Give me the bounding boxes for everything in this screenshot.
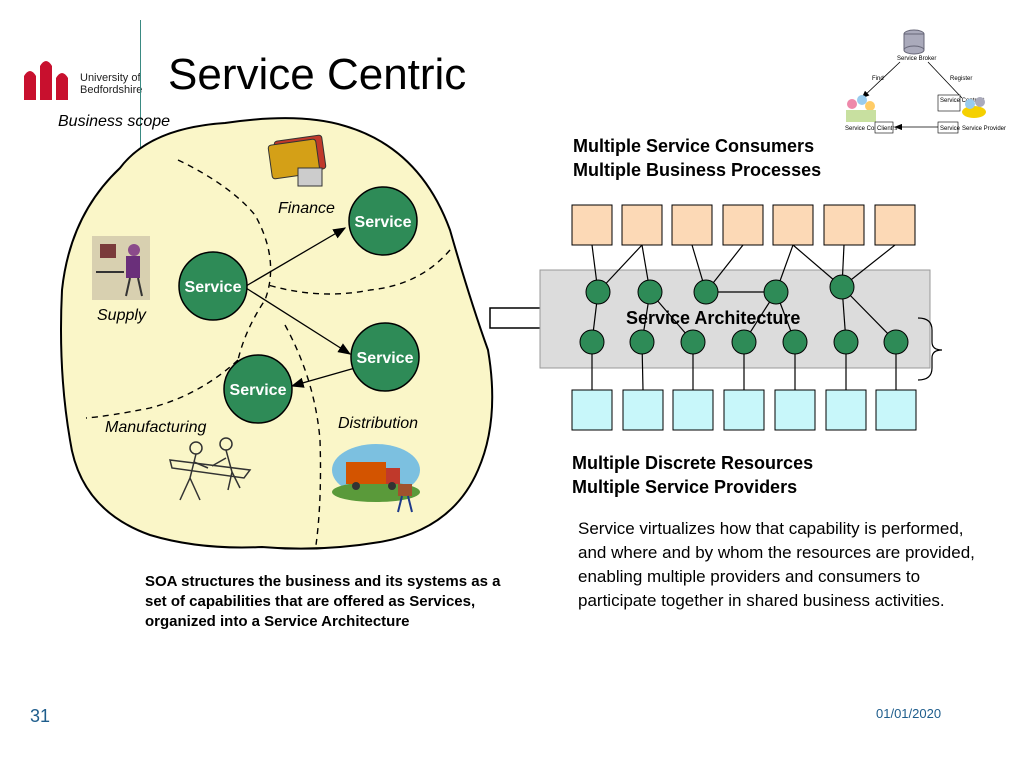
finance-cards-icon: [267, 134, 327, 187]
service-broker-diagram: Service Broker Find Register Service Con…: [845, 29, 1006, 134]
title-divider: [140, 20, 141, 150]
service-node-supply: Service: [178, 251, 248, 321]
broker-database-icon: [903, 29, 925, 55]
page-title: Service Centric: [168, 50, 467, 99]
contract-label: Service Contract: [940, 98, 985, 104]
distribution-truck-icon: [332, 444, 420, 513]
consumers-label: Service Consumers: [845, 126, 897, 132]
consumers-header-line2: Multiple Business Processes: [573, 160, 822, 180]
consumers-header: Multiple Service Consumers Multiple Busi…: [573, 134, 821, 182]
page-number: 31: [30, 706, 51, 726]
service-label: Service: [230, 382, 287, 399]
resources-header-line2: Multiple Service Providers: [572, 477, 798, 497]
consumers-header-line1: Multiple Service Consumers: [573, 136, 815, 156]
service-label: Service: [357, 350, 414, 367]
logo-text-line1: University of: [80, 72, 141, 84]
region-boundaries: [85, 159, 451, 546]
consumers-people-icon: [846, 95, 876, 122]
consumer-boxes: [571, 204, 916, 246]
region-finance-label: Finance: [278, 200, 335, 217]
soa-description: SOA structures the business and its syst…: [145, 573, 501, 630]
business-scope-region: [60, 117, 494, 550]
supply-worker-icon: [92, 236, 150, 300]
service-node-finance: Service: [348, 186, 418, 256]
virtualization-description: Service virtualizes how that capability …: [578, 519, 975, 610]
service-label: Service: [355, 214, 412, 231]
find-label: Find: [872, 76, 884, 82]
service-label: Service: [185, 279, 242, 296]
resources-header-line1: Multiple Discrete Resources: [572, 453, 814, 473]
university-logo: University of Bedfordshire: [22, 58, 142, 106]
slide-date: 01/01/2020: [876, 706, 942, 721]
region-distribution-label: Distribution: [338, 415, 419, 432]
resource-boxes: [571, 389, 917, 431]
service-node-manufacturing: Service: [223, 354, 293, 424]
service-small-label: Service: [940, 126, 961, 132]
service-architecture-label: Service Architecture: [626, 308, 800, 328]
region-manufacturing-label: Manufacturing: [105, 419, 207, 436]
provider-label: Service Provider: [962, 126, 1006, 132]
region-supply-label: Supply: [97, 307, 146, 324]
architecture-nodes: [579, 274, 909, 355]
resources-header: Multiple Discrete Resources Multiple Ser…: [572, 451, 813, 499]
service-flow-arrows: [245, 227, 356, 388]
logo-text-line2: Bedfordshire: [80, 84, 143, 96]
client-label: Client: [877, 126, 893, 132]
brace-icon: [917, 317, 943, 381]
logo-mark-icon: [24, 61, 68, 100]
register-label: Register: [950, 76, 972, 82]
manufacturing-workers-icon: [169, 437, 252, 501]
broker-label: Service Broker: [897, 56, 936, 62]
provider-icon: [962, 97, 986, 118]
business-scope-label: Business scope: [58, 113, 171, 130]
service-node-distribution: Service: [350, 322, 420, 392]
